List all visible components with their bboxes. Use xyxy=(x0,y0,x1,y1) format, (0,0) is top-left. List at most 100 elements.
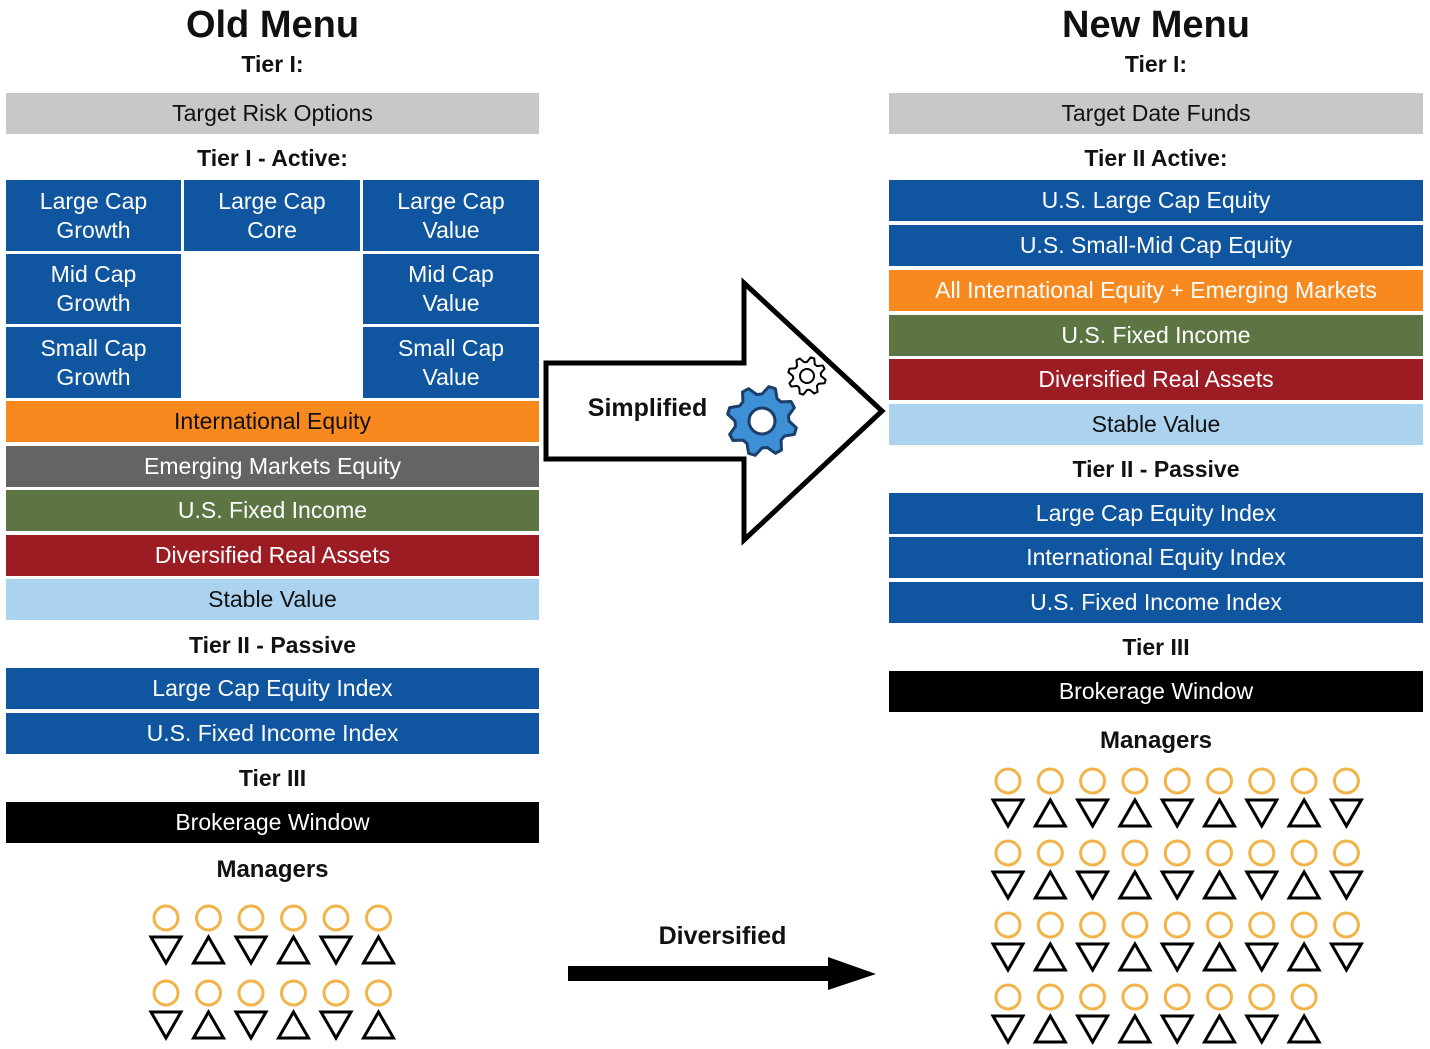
manager-circle-icon xyxy=(994,983,1022,1011)
new-us-small-mid-cap-bar: U.S. Small-Mid Cap Equity xyxy=(889,225,1423,266)
manager-circle-icon xyxy=(1036,839,1064,867)
new-fixed-income-index-bar: U.S. Fixed Income Index xyxy=(889,582,1423,623)
manager-circle-icon xyxy=(994,839,1022,867)
manager-circle-icon xyxy=(994,767,1022,795)
manager-circle-icon xyxy=(1332,839,1360,867)
manager-down-triangle-icon xyxy=(148,1010,184,1042)
manager-down-triangle-icon xyxy=(233,1010,269,1042)
manager-circle-icon xyxy=(1163,911,1191,939)
new-tier1-bar: Target Date Funds xyxy=(889,93,1423,134)
new-diversified-real-assets-bar: Diversified Real Assets xyxy=(889,359,1423,400)
manager-down-triangle-icon xyxy=(1075,942,1111,974)
manager-down-triangle-icon xyxy=(148,935,184,967)
old-managers-label: Managers xyxy=(216,856,329,883)
manager-circle-icon xyxy=(1036,983,1064,1011)
manager-circle-icon xyxy=(1163,983,1191,1011)
manager-circle-icon xyxy=(280,904,307,932)
manager-up-triangle-icon xyxy=(275,1008,312,1040)
manager-down-triangle-icon xyxy=(233,935,269,967)
manager-down-triangle-icon xyxy=(1244,942,1280,974)
manager-down-triangle-icon xyxy=(1075,870,1111,902)
old-emerging-markets-bar: Emerging Markets Equity xyxy=(6,446,539,487)
old-fixed-income-index-bar: U.S. Fixed Income Index xyxy=(6,713,539,754)
manager-circle-icon xyxy=(280,979,307,1007)
manager-up-triangle-icon xyxy=(1201,796,1238,828)
manager-circle-icon xyxy=(365,904,392,932)
old-tier1-active-label: Tier I - Active: xyxy=(197,145,348,171)
manager-circle-icon xyxy=(1206,767,1233,795)
new-us-fixed-income-bar: U.S. Fixed Income xyxy=(889,315,1423,356)
manager-circle-icon xyxy=(1121,839,1149,867)
old-menu-title: Old Menu xyxy=(185,4,360,46)
manager-down-triangle-icon xyxy=(1075,1014,1111,1046)
large-gear-icon xyxy=(726,385,798,457)
old-tier1-bar: Target Risk Options xyxy=(6,93,539,134)
new-large-cap-index-bar: Large Cap Equity Index xyxy=(889,493,1423,534)
new-tier1-label: Tier I: xyxy=(1124,51,1188,77)
small-gear-icon xyxy=(787,356,827,396)
manager-circle-icon xyxy=(1248,911,1276,939)
simplified-arrow-icon xyxy=(543,277,886,546)
old-stable-value-bar: Stable Value xyxy=(6,579,539,620)
new-menu-title: New Menu xyxy=(1062,4,1250,46)
manager-up-triangle-icon xyxy=(1201,1012,1238,1044)
manager-up-triangle-icon xyxy=(1286,796,1322,828)
manager-circle-icon xyxy=(994,911,1022,939)
manager-down-triangle-icon xyxy=(1075,798,1111,830)
manager-up-triangle-icon xyxy=(1032,940,1068,972)
manager-circle-icon xyxy=(1036,911,1064,939)
old-tier3-label: Tier III xyxy=(238,765,307,791)
manager-down-triangle-icon xyxy=(318,1010,354,1042)
diversified-arrow-icon xyxy=(568,957,876,990)
manager-up-triangle-icon xyxy=(1117,940,1153,972)
manager-up-triangle-icon xyxy=(190,1008,227,1040)
manager-down-triangle-icon xyxy=(1328,870,1364,902)
manager-down-triangle-icon xyxy=(990,942,1026,974)
new-tier2-active-label: Tier II Active: xyxy=(1084,145,1228,171)
manager-circle-icon xyxy=(195,979,222,1007)
manager-circle-icon xyxy=(1332,767,1360,795)
manager-circle-icon xyxy=(1248,839,1276,867)
manager-circle-icon xyxy=(1290,911,1318,939)
manager-circle-icon xyxy=(1248,767,1276,795)
old-diversified-real-assets-bar: Diversified Real Assets xyxy=(6,535,539,576)
manager-circle-icon xyxy=(1332,911,1360,939)
manager-circle-icon xyxy=(1206,911,1233,939)
manager-circle-icon xyxy=(152,904,180,932)
manager-circle-icon xyxy=(1079,983,1107,1011)
old-tier1-label: Tier I: xyxy=(241,51,304,77)
manager-circle-icon xyxy=(1163,839,1191,867)
manager-down-triangle-icon xyxy=(990,870,1026,902)
simplified-label: Simplified xyxy=(587,394,708,422)
manager-up-triangle-icon xyxy=(190,933,227,965)
manager-up-triangle-icon xyxy=(1117,1012,1153,1044)
old-international-equity-bar: International Equity xyxy=(6,401,539,442)
new-brokerage-window-bar: Brokerage Window xyxy=(889,671,1423,712)
manager-circle-icon xyxy=(1079,911,1107,939)
manager-circle-icon xyxy=(195,904,222,932)
manager-circle-icon xyxy=(1248,983,1276,1011)
manager-down-triangle-icon xyxy=(990,1014,1026,1046)
manager-circle-icon xyxy=(1121,911,1149,939)
manager-down-triangle-icon xyxy=(1159,1014,1195,1046)
old-us-fixed-income-bar: U.S. Fixed Income xyxy=(6,490,539,531)
manager-up-triangle-icon xyxy=(360,1008,397,1040)
manager-circle-icon xyxy=(1079,839,1107,867)
manager-circle-icon xyxy=(322,904,350,932)
manager-circle-icon xyxy=(322,979,350,1007)
manager-up-triangle-icon xyxy=(1286,868,1322,900)
manager-down-triangle-icon xyxy=(1244,798,1280,830)
manager-up-triangle-icon xyxy=(1032,868,1068,900)
manager-up-triangle-icon xyxy=(360,933,397,965)
manager-up-triangle-icon xyxy=(1117,796,1153,828)
manager-down-triangle-icon xyxy=(1244,1014,1280,1046)
new-tier2-passive-label: Tier II - Passive xyxy=(1072,456,1240,482)
new-tier3-label: Tier III xyxy=(1122,634,1190,660)
manager-up-triangle-icon xyxy=(1201,868,1238,900)
manager-up-triangle-icon xyxy=(1032,796,1068,828)
manager-up-triangle-icon xyxy=(1117,868,1153,900)
manager-up-triangle-icon xyxy=(1201,940,1238,972)
